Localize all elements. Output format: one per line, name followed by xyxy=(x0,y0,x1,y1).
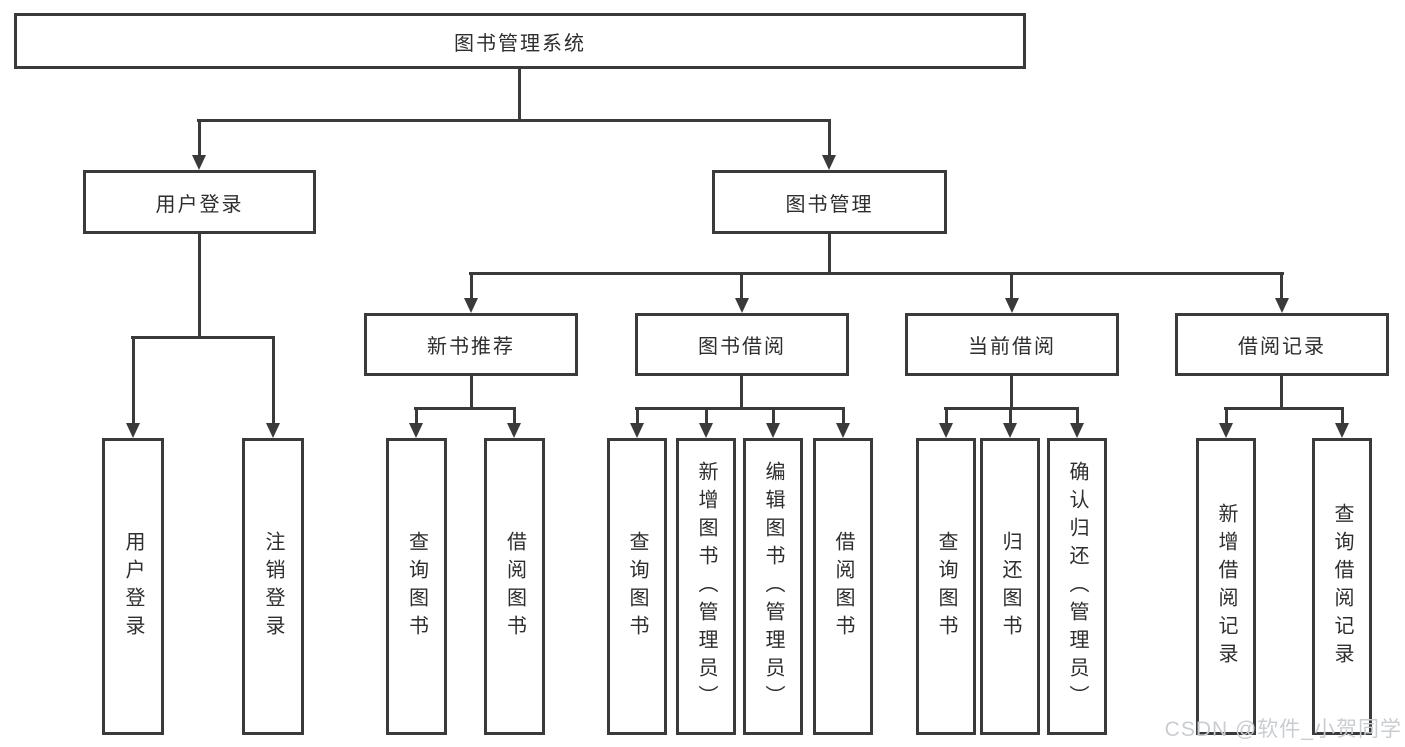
arrowhead-down xyxy=(1275,298,1289,313)
connector-line xyxy=(828,231,831,274)
node-label: 借阅图书 xyxy=(503,530,526,643)
node-label: 当前借阅 xyxy=(968,336,1056,358)
connector-line xyxy=(518,67,521,122)
connector-line xyxy=(1225,407,1228,424)
connector-line xyxy=(198,232,201,338)
connector-line xyxy=(945,407,948,424)
node-book-borrowing: 图书借阅 xyxy=(635,313,849,376)
connector-line xyxy=(1010,272,1013,299)
connector-line xyxy=(1341,407,1344,424)
connector-line xyxy=(131,336,275,339)
connector-line xyxy=(705,407,708,424)
arrowhead-down xyxy=(1005,298,1019,313)
connector-line xyxy=(415,407,418,424)
leaf-borrow-books: 借阅图书 xyxy=(813,438,873,735)
node-label: 图书管理 xyxy=(785,193,874,216)
arrowhead-down xyxy=(1335,423,1349,438)
connector-line xyxy=(513,407,516,424)
connector-line xyxy=(198,119,201,156)
node-book-management: 图书管理 xyxy=(712,170,947,234)
arrowhead-down xyxy=(822,155,836,170)
node-label: 查询图书 xyxy=(626,530,648,643)
connector-line xyxy=(197,119,831,122)
connector-line xyxy=(1010,375,1013,409)
node-label: 用户登录 xyxy=(155,193,244,216)
node-label: 新增借阅记录 xyxy=(1215,502,1237,671)
connector-line xyxy=(636,407,639,424)
connector-line xyxy=(842,407,845,424)
arrowhead-down xyxy=(630,423,644,438)
connector-line xyxy=(740,272,743,299)
connector-line xyxy=(635,407,845,410)
connector-line xyxy=(414,407,516,410)
node-borrowing-records: 借阅记录 xyxy=(1175,313,1389,376)
leaf-borrow-books-recommend: 借阅图书 xyxy=(484,438,545,735)
arrowhead-down xyxy=(409,423,423,438)
leaf-user-login: 用户登录 xyxy=(102,438,164,735)
node-label: 新书推荐 xyxy=(427,336,515,358)
csdn-watermark: CSDN @软件_小贺同学 xyxy=(1164,718,1402,741)
arrowhead-down xyxy=(836,423,850,438)
arrowhead-down xyxy=(266,423,280,438)
node-user-login: 用户登录 xyxy=(83,170,316,234)
leaf-query-books-current: 查询图书 xyxy=(916,438,976,735)
connector-line xyxy=(772,407,775,424)
leaf-query-borrow-record: 查询借阅记录 xyxy=(1312,438,1372,735)
node-label: 借阅图书 xyxy=(832,530,854,643)
connector-line xyxy=(740,375,743,409)
leaf-add-borrow-record: 新增借阅记录 xyxy=(1196,438,1256,735)
leaf-query-books-recommend: 查询图书 xyxy=(386,438,447,735)
node-new-book-recommendation: 新书推荐 xyxy=(364,313,578,376)
arrowhead-down xyxy=(192,155,206,170)
connector-line xyxy=(470,272,473,299)
arrowhead-down xyxy=(464,298,478,313)
arrowhead-down xyxy=(126,423,140,438)
leaf-edit-books-admin: 编辑图书（管理员） xyxy=(743,438,803,735)
connector-line xyxy=(1076,407,1079,424)
node-label: 用户登录 xyxy=(122,530,144,643)
node-current-borrowing: 当前借阅 xyxy=(905,313,1119,376)
node-label: 查询图书 xyxy=(405,530,428,643)
node-label: 借阅记录 xyxy=(1238,336,1326,358)
connector-line xyxy=(132,336,135,424)
arrowhead-down xyxy=(1003,423,1017,438)
arrowhead-down xyxy=(1219,423,1233,438)
node-label: 注销登录 xyxy=(262,530,284,643)
node-label: 归还图书 xyxy=(999,530,1021,643)
node-label: 查询图书 xyxy=(935,530,957,643)
connector-line xyxy=(272,336,275,424)
node-library-management-system: 图书管理系统 xyxy=(14,13,1026,69)
node-label: 确认归还（管理员） xyxy=(1066,460,1088,713)
leaf-return-books: 归还图书 xyxy=(980,438,1040,735)
arrowhead-down xyxy=(939,423,953,438)
node-label: 图书借阅 xyxy=(698,336,786,358)
node-label: 新增图书（管理员） xyxy=(695,460,717,713)
connector-line xyxy=(1224,407,1344,410)
connector-line xyxy=(828,119,831,156)
arrowhead-down xyxy=(766,423,780,438)
connector-line xyxy=(1009,407,1012,424)
connector-line xyxy=(470,375,473,409)
connector-line xyxy=(469,272,1284,275)
arrowhead-down xyxy=(699,423,713,438)
arrowhead-down xyxy=(507,423,521,438)
leaf-add-books-admin: 新增图书（管理员） xyxy=(676,438,736,735)
leaf-confirm-return-admin: 确认归还（管理员） xyxy=(1047,438,1107,735)
node-label: 编辑图书（管理员） xyxy=(762,460,784,713)
arrowhead-down xyxy=(1070,423,1084,438)
connector-line xyxy=(1280,375,1283,409)
leaf-query-books-borrow: 查询图书 xyxy=(607,438,667,735)
leaf-logout: 注销登录 xyxy=(242,438,304,735)
node-label: 查询借阅记录 xyxy=(1331,502,1353,671)
node-label: 图书管理系统 xyxy=(454,32,586,55)
connector-line xyxy=(1280,272,1283,299)
arrowhead-down xyxy=(735,298,749,313)
